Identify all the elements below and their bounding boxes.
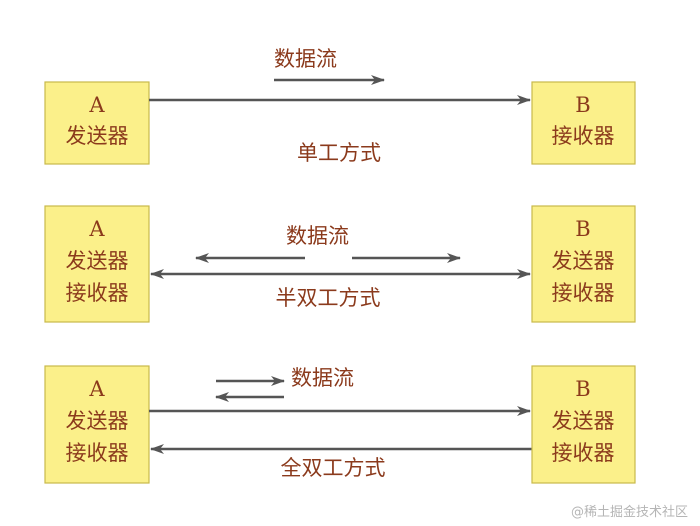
simplex-receiver-role: 接收器 — [552, 124, 615, 148]
half-duplex-right-role2: 接收器 — [552, 281, 615, 305]
full-duplex-left-box: A 发送器 接收器 — [44, 365, 150, 484]
full-duplex-right-letter: B — [575, 377, 590, 401]
full-duplex-mode-label: 全双工方式 — [281, 456, 386, 480]
simplex-sender-letter: A — [88, 93, 105, 117]
half-duplex-right-letter: B — [575, 217, 590, 241]
half-duplex-flow-label: 数据流 — [286, 224, 349, 248]
full-duplex-left-role2: 接收器 — [66, 441, 129, 465]
full-duplex-right-role1: 发送器 — [552, 409, 615, 433]
simplex-flow-label: 数据流 — [274, 47, 337, 71]
half-duplex-left-box: A 发送器 接收器 — [44, 205, 150, 323]
watermark-label: @稀土掘金技术社区 — [570, 505, 688, 520]
full-duplex-flow-label: 数据流 — [291, 366, 354, 390]
simplex-receiver-box: B 接收器 — [531, 81, 636, 165]
simplex-section: A 发送器 数据流 单工方式 B 接收器 — [44, 47, 636, 165]
simplex-sender-role: 发送器 — [66, 124, 129, 148]
full-duplex-left-role1: 发送器 — [66, 409, 129, 433]
half-duplex-left-letter: A — [88, 217, 105, 241]
half-duplex-left-role2: 接收器 — [66, 281, 129, 305]
simplex-mode-label: 单工方式 — [297, 141, 381, 165]
simplex-receiver-letter: B — [575, 93, 590, 117]
full-duplex-section: A 发送器 接收器 数据流 全双工方式 B 发送器 接收器 — [44, 365, 636, 484]
half-duplex-left-role1: 发送器 — [66, 249, 129, 273]
half-duplex-section: A 发送器 接收器 半双工方式 数据流 B 发送器 接收器 — [44, 205, 636, 323]
full-duplex-right-role2: 接收器 — [552, 441, 615, 465]
full-duplex-left-letter: A — [88, 377, 105, 401]
half-duplex-mode-label: 半双工方式 — [276, 286, 381, 310]
simplex-sender-box: A 发送器 — [44, 81, 150, 165]
full-duplex-right-box: B 发送器 接收器 — [531, 365, 636, 484]
half-duplex-right-role1: 发送器 — [552, 249, 615, 273]
half-duplex-right-box: B 发送器 接收器 — [531, 205, 636, 323]
